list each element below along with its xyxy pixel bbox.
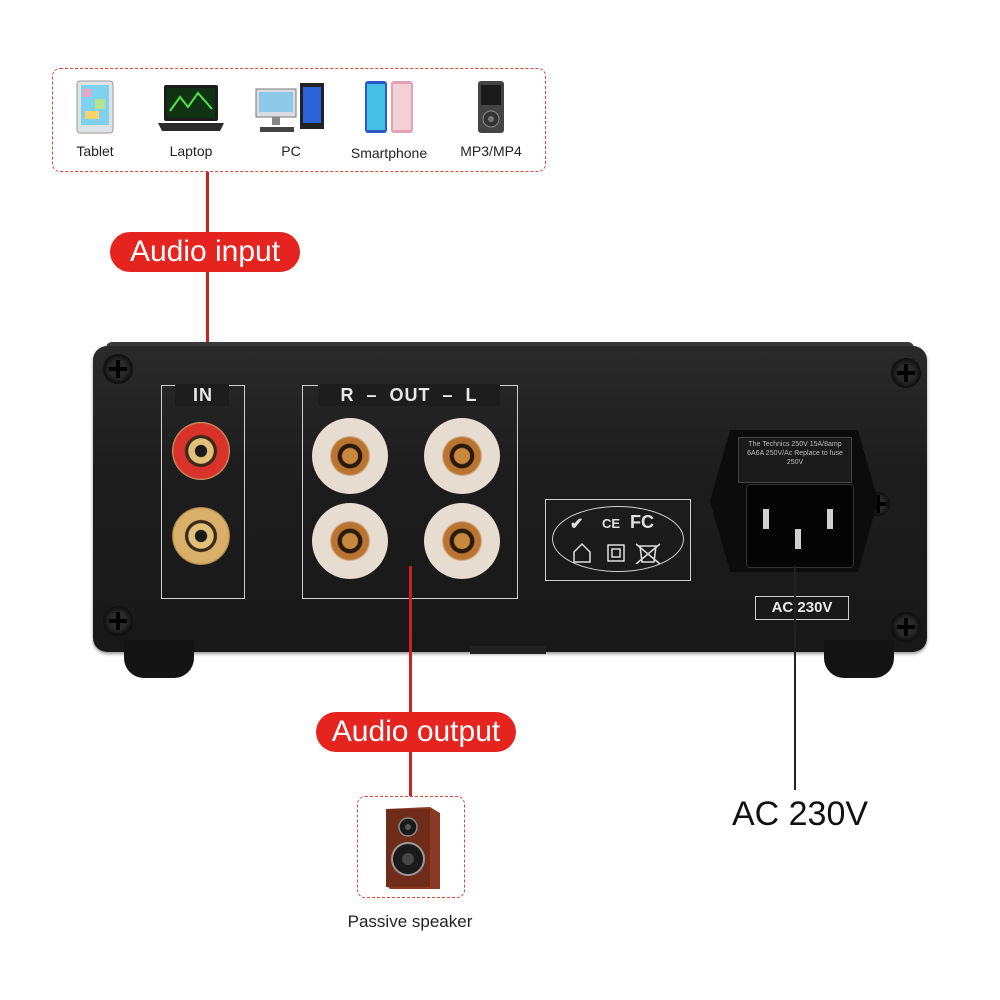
- out-label: R – OUT – L: [340, 385, 478, 405]
- screw-icon: [103, 354, 133, 384]
- fuse-holder[interactable]: The Technics 250V 15A/8amp 6A6A 250V/Ac …: [738, 437, 852, 483]
- screw-icon: [103, 606, 133, 636]
- rca-jack-left[interactable]: [172, 507, 230, 565]
- device-label: Laptop: [169, 143, 213, 159]
- ce-mark: CE: [602, 516, 621, 531]
- pin-icon: [827, 509, 833, 529]
- device-smartphone: Smartphone: [341, 79, 437, 161]
- home-icon: [573, 542, 591, 563]
- in-label: IN: [193, 385, 213, 405]
- screw-icon: [891, 358, 921, 388]
- power-line: [794, 566, 796, 790]
- smartphone-icon: [365, 81, 413, 133]
- double-insulation-icon: [607, 544, 625, 562]
- speaker-terminal-r-pos[interactable]: [312, 418, 388, 494]
- device-label: Smartphone: [350, 145, 428, 161]
- weee-bin-icon: [635, 543, 661, 564]
- audio-input-badge: Audio input: [110, 232, 300, 272]
- device-label: PC: [281, 143, 301, 159]
- pin-icon: [763, 509, 769, 529]
- output-wire: [409, 566, 412, 716]
- pin-icon: [795, 529, 801, 549]
- screw-icon: [891, 612, 921, 642]
- device-pc: PC: [243, 79, 339, 159]
- device-label: Tablet: [76, 143, 114, 159]
- rca-jack-right[interactable]: [172, 422, 230, 480]
- speaker-terminal-l-pos[interactable]: [424, 418, 500, 494]
- device-label: MP3/MP4: [460, 143, 522, 159]
- output-wire-lower: [409, 752, 412, 796]
- speaker-terminal-l-neg[interactable]: [424, 503, 500, 579]
- speaker-label: Passive speaker: [347, 912, 473, 931]
- input-section: [161, 385, 245, 599]
- device-mp3: MP3/MP4: [443, 79, 539, 159]
- compliance-icons: [573, 542, 661, 564]
- check-mark-icon: ✔: [570, 516, 584, 533]
- input-wire: [206, 172, 209, 402]
- iec-socket[interactable]: [746, 484, 854, 568]
- tablet-icon: [76, 80, 114, 134]
- amplifier-foot-left: [124, 640, 194, 678]
- audio-output-badge: Audio output: [316, 712, 516, 752]
- amplifier-foot-right: [824, 640, 894, 678]
- device-laptop: Laptop: [143, 79, 239, 159]
- power-label: AC 230V: [731, 795, 869, 833]
- device-tablet: Tablet: [47, 79, 143, 159]
- mp3-player-icon: [478, 81, 504, 133]
- fcc-mark: FC: [630, 512, 654, 532]
- speaker-terminal-r-neg[interactable]: [312, 503, 388, 579]
- bottom-slot: [470, 646, 546, 654]
- passive-speaker-icon: [386, 807, 440, 889]
- source-devices-panel: Tablet Laptop PC Smartphone: [52, 68, 546, 172]
- pc-icon: [255, 83, 324, 132]
- laptop-icon: [158, 85, 224, 131]
- certification-plate: ✔ CE FC: [545, 499, 691, 581]
- ac-voltage-plate: AC 230V: [755, 596, 849, 620]
- speaker-frame: [357, 796, 465, 898]
